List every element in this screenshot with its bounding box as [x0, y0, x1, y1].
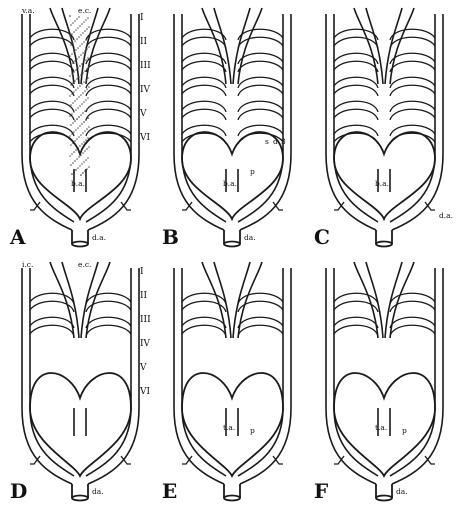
- dorsal-aorta: [376, 484, 392, 501]
- dorsal-aorta: [224, 230, 240, 247]
- dorsal-aorta: [72, 484, 88, 501]
- arch-numeral-top: V: [139, 109, 147, 119]
- aortic-arches: [182, 293, 283, 336]
- bulbus-label: t.a.: [223, 423, 235, 432]
- aortic-arches: [30, 293, 131, 336]
- arch-mark: d: [273, 137, 278, 146]
- bulbus-label: b.a.: [71, 179, 85, 188]
- arch-numeral-bottom: III: [140, 315, 151, 325]
- panel-letter: F: [314, 479, 328, 503]
- carotid-vessels: [354, 8, 414, 84]
- bulbus-label: b.a.: [375, 179, 389, 188]
- dorsal-aorta-roots: [326, 268, 443, 484]
- panel-letter: E: [162, 479, 177, 503]
- pulmonary-label: p: [250, 426, 255, 435]
- aortic-arches: [334, 293, 435, 336]
- branch-stubs: [182, 456, 283, 464]
- arch-numeral-top: I: [140, 13, 144, 23]
- bulbus-label: t.a.: [375, 423, 387, 432]
- arch-numeral-top: IV: [140, 85, 151, 95]
- top-center-label: e.c.: [78, 6, 91, 15]
- dorsal-aorta-roots: [174, 14, 291, 230]
- aortic-arches: [334, 29, 435, 144]
- arch-numeral-top: II: [140, 37, 148, 47]
- panel-letter: C: [314, 225, 330, 249]
- aortic-arches: [182, 29, 283, 144]
- dorsal-aorta-roots: [22, 268, 139, 484]
- dorsal-aorta-roots: [174, 268, 291, 484]
- arch-numeral-bottom: I: [140, 267, 144, 277]
- panel-letter: B: [162, 225, 179, 249]
- dorsal-aorta-roots: [326, 14, 443, 230]
- branch-stubs: [30, 456, 131, 464]
- arch-numeral-bottom: IV: [140, 339, 151, 349]
- top-center-label: e.c.: [78, 260, 91, 269]
- dorsal-aorta-label: da.: [92, 487, 104, 496]
- bulbus-label: b.a.: [223, 179, 237, 188]
- top-left-label: v.a.: [21, 6, 35, 15]
- panel-letter: D: [10, 479, 27, 503]
- arch-numeral-bottom: V: [139, 363, 147, 373]
- branch-stubs: [30, 202, 131, 210]
- arch-mark: 3: [281, 137, 286, 146]
- top-left-label: i.c.: [22, 260, 33, 269]
- dorsal-aorta: [376, 230, 392, 247]
- dorsal-aorta-label: da.: [244, 233, 256, 242]
- dorsal-aorta-label: d.a.: [92, 233, 106, 242]
- panel-e: Et.a. p: [162, 262, 291, 503]
- heart-loop: [30, 373, 131, 476]
- arch-numeral-top: VI: [139, 133, 150, 143]
- arch-numeral-bottom: VI: [139, 387, 150, 397]
- branch-stubs: [334, 202, 435, 210]
- dorsal-aorta: [72, 230, 88, 247]
- pulmonary-label: p: [250, 167, 255, 176]
- heart-loop: [334, 132, 435, 219]
- carotid-vessels: [354, 262, 414, 338]
- dorsal-aorta-right-label: d.a.: [439, 211, 453, 220]
- dorsal-aorta: [224, 484, 240, 501]
- panel-letter: A: [9, 225, 26, 249]
- bulbus-arteriosus: [74, 408, 86, 436]
- pulmonary-label: p: [402, 426, 407, 435]
- dorsal-aorta-label: da.: [396, 487, 408, 496]
- arch-numeral-top: III: [140, 61, 151, 71]
- panel-c: Cb.a. d.a.: [314, 8, 453, 249]
- branch-stubs: [182, 202, 283, 210]
- arch-numeral-bottom: II: [140, 291, 148, 301]
- arch-mark: s: [265, 137, 269, 146]
- carotid-vessels: [50, 262, 110, 338]
- carotid-vessels: [202, 262, 262, 338]
- branch-stubs: [334, 456, 435, 464]
- carotid-vessels: [202, 8, 262, 84]
